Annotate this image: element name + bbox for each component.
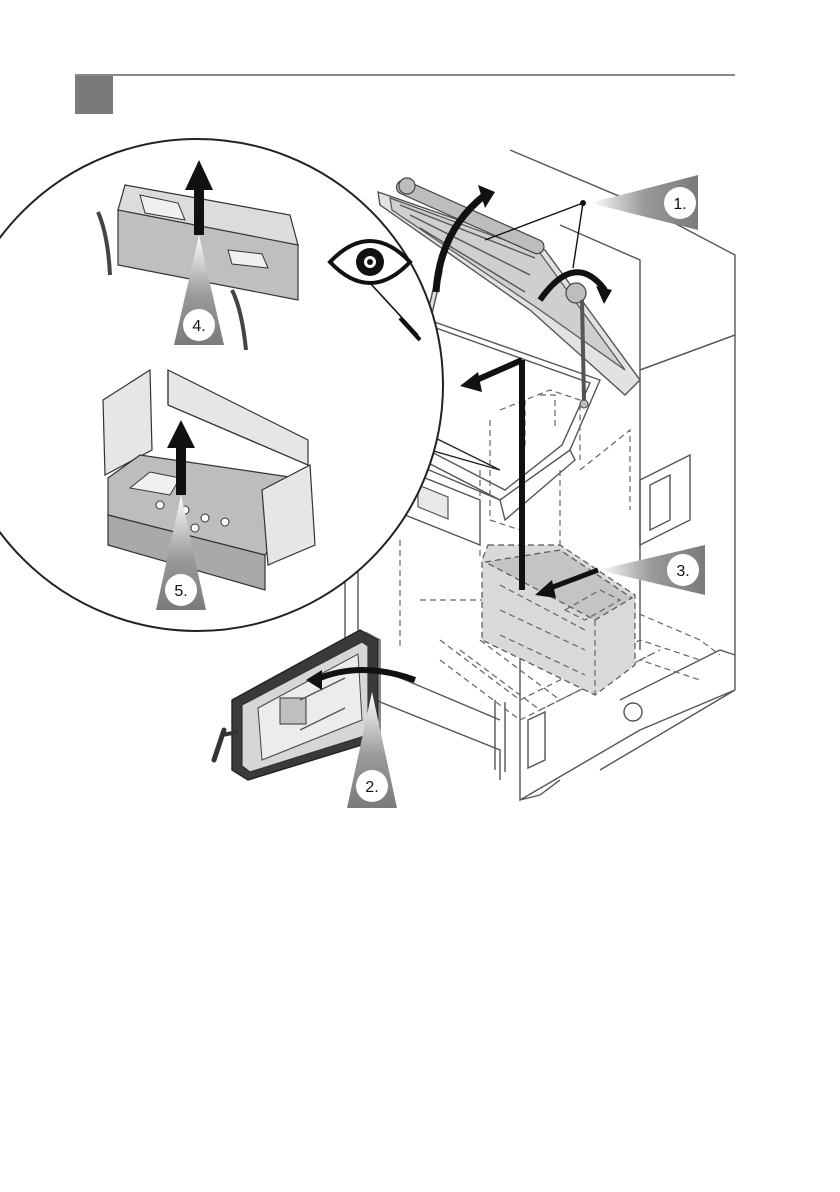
front-door — [214, 630, 380, 780]
step-5-label: 5. — [174, 583, 187, 600]
display-screen — [418, 485, 448, 519]
step-1-label: 1. — [673, 196, 686, 213]
drain-valve — [624, 703, 642, 721]
step-2-label: 2. — [365, 779, 378, 796]
step-4-label: 4. — [192, 318, 205, 335]
step-3-label: 3. — [676, 563, 689, 580]
step-1-callout: 1. — [590, 175, 698, 230]
